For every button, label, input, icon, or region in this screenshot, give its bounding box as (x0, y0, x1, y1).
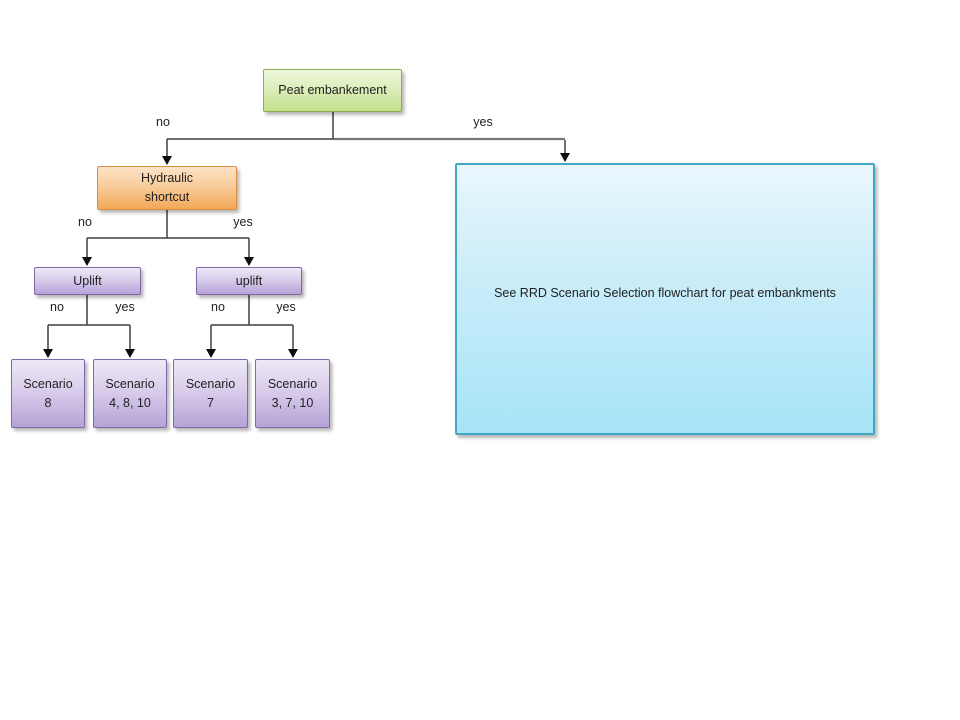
node-scenario-4-8-10: Scenario 4, 8, 10 (93, 359, 167, 428)
arrowhead-scenario-3-7-10 (288, 349, 298, 358)
arrowhead-reference (560, 153, 570, 162)
arrowhead-uplift-left (82, 257, 92, 266)
node-scenario-3-7-10-label-line1: Scenario (267, 376, 318, 391)
edge-label-hydraulic-yes: yes (233, 215, 253, 229)
arrowhead-uplift-right (244, 257, 254, 266)
arrowhead-hydraulic (162, 156, 172, 165)
node-scenario-8-label-line2: 8 (44, 395, 52, 410)
node-hydraulic-shortcut: Hydraulic shortcut (97, 166, 237, 210)
node-scenario-4-8-10-label-line1: Scenario (105, 376, 155, 391)
node-scenario-7-label-line1: Scenario (185, 376, 236, 391)
node-uplift-right: uplift (196, 267, 302, 295)
arrowhead-scenario-4-8-10 (125, 349, 135, 358)
edge-label-hydraulic-no: no (78, 215, 92, 229)
arrowhead-scenario-8 (43, 349, 53, 358)
node-uplift-left: Uplift (34, 267, 141, 295)
node-uplift-left-label: Uplift (73, 273, 102, 288)
node-scenario-4-8-10-label-line2: 4, 8, 10 (109, 395, 151, 410)
edge-label-root-no: no (156, 115, 170, 129)
node-hydraulic-shortcut-label-line2: shortcut (144, 190, 190, 204)
arrowhead-scenario-7 (206, 349, 216, 358)
edge-label-root-yes: yes (473, 115, 493, 129)
edge-label-uplift-left-yes: yes (115, 300, 135, 314)
node-peat-embankment-label: Peat embankement (278, 83, 387, 98)
node-scenario-8-label-line1: Scenario (23, 376, 73, 391)
node-reference-rrd: See RRD Scenario Selection flowchart for… (455, 163, 875, 435)
node-hydraulic-shortcut-label-line1: Hydraulic (140, 170, 194, 185)
node-scenario-7: Scenario 7 (173, 359, 248, 428)
node-peat-embankment: Peat embankement (263, 69, 402, 112)
node-scenario-3-7-10: Scenario 3, 7, 10 (255, 359, 330, 428)
node-scenario-7-label-line2: 7 (207, 395, 214, 410)
node-scenario-8: Scenario 8 (11, 359, 85, 428)
node-scenario-3-7-10-label-line2: 3, 7, 10 (271, 395, 314, 410)
edge-label-uplift-right-no: no (211, 300, 225, 314)
node-uplift-right-label: uplift (235, 273, 263, 288)
edge-label-uplift-right-yes: yes (276, 300, 296, 314)
edge-label-uplift-left-no: no (50, 300, 64, 314)
node-reference-rrd-label: See RRD Scenario Selection flowchart for… (494, 285, 836, 300)
